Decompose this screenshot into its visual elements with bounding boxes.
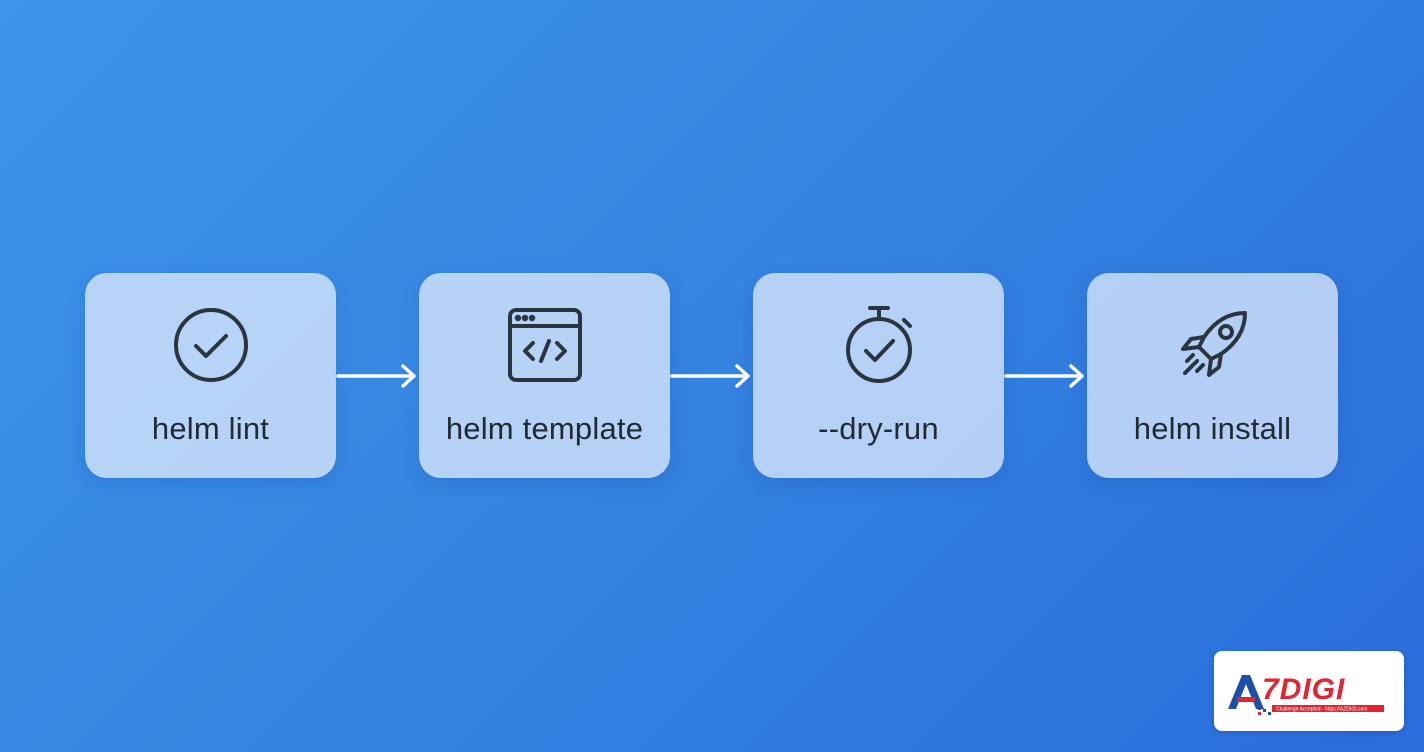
step-helm-install: helm install <box>1087 273 1338 478</box>
svg-text:Challenge Accepted - https://A: Challenge Accepted - https://AZDIGI.com <box>1276 707 1367 713</box>
step-dry-run: --dry-run <box>753 273 1004 478</box>
rocket-icon <box>1171 303 1255 387</box>
code-window-icon <box>503 303 587 387</box>
step-label: --dry-run <box>818 411 939 446</box>
step-label: helm install <box>1133 411 1292 446</box>
step-label: helm lint <box>151 411 270 446</box>
step-helm-template: helm template <box>419 273 670 478</box>
step-label: helm template <box>445 411 644 446</box>
stopwatch-check-icon <box>837 303 921 387</box>
svg-text:7DIGI: 7DIGI <box>1262 673 1345 706</box>
arrow-right-icon <box>334 361 420 391</box>
check-circle-icon <box>169 303 253 387</box>
arrow-right-icon <box>668 361 754 391</box>
arrow-right-icon <box>1002 361 1088 391</box>
step-helm-lint: helm lint <box>85 273 336 478</box>
azdigi-logo: 7DIGI Challenge Accepted - https://AZDIG… <box>1214 651 1404 731</box>
